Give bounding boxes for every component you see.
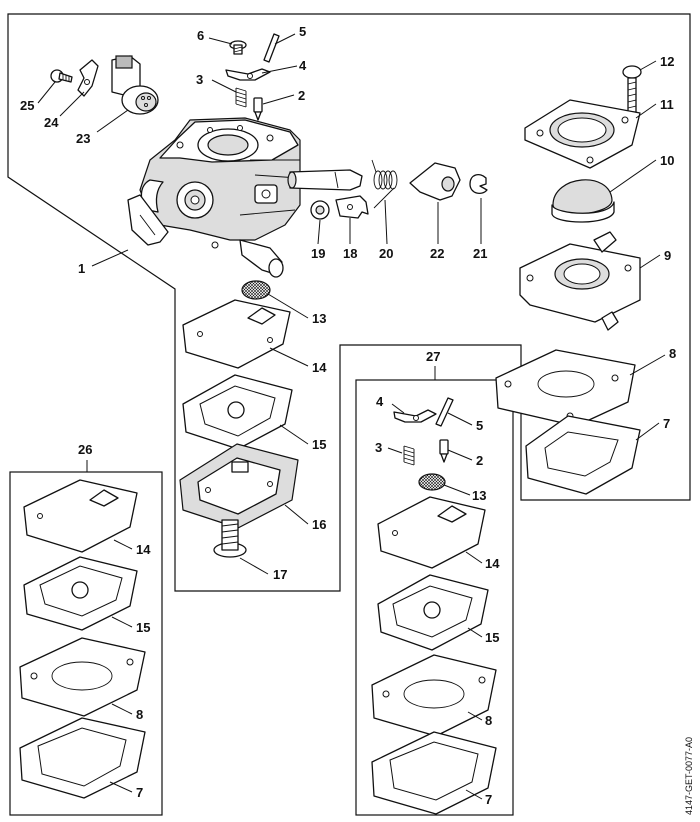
- callout-27-14: 14: [485, 556, 500, 571]
- part-12-screw: [622, 65, 642, 113]
- kit-26-part-7: [19, 717, 146, 799]
- part-7-gasket-right: [525, 415, 641, 495]
- kit-27-part-5: [435, 397, 454, 427]
- part-13-strainer: [241, 280, 271, 300]
- kit-26-part-14: [23, 479, 138, 553]
- callout-26-14: 14: [136, 542, 151, 557]
- part-19-nut: [310, 200, 330, 220]
- callout-2: 2: [298, 88, 305, 103]
- callout-13: 13: [312, 311, 326, 326]
- callout-8-right: 8: [669, 346, 676, 361]
- callout-15: 15: [312, 437, 326, 452]
- part-16-pump-cover: [179, 443, 299, 529]
- kit-27-part-8: [371, 654, 497, 737]
- callout-24: 24: [44, 115, 59, 130]
- callout-21: 21: [473, 246, 487, 261]
- callout-7-right: 7: [663, 416, 670, 431]
- callout-27-7: 7: [485, 792, 492, 807]
- callout-25: 25: [20, 98, 34, 113]
- part-14-gasket-center: [182, 299, 291, 369]
- part-9-pump-housing: [519, 231, 641, 331]
- callout-9: 9: [664, 248, 671, 263]
- callout-26-7: 7: [136, 785, 143, 800]
- callout-26-8: 8: [136, 707, 143, 722]
- kit-27-part-3: [403, 445, 415, 466]
- part-4-lever: [225, 68, 271, 81]
- part-11-cover: [524, 99, 641, 169]
- carburetor-body: [127, 117, 301, 278]
- leader-lines: [37, 33, 666, 800]
- callout-23: 23: [76, 131, 90, 146]
- callout-27-3: 3: [375, 440, 382, 455]
- part-10-primer-bulb: [551, 179, 615, 223]
- kit-27-part-15: [377, 574, 489, 651]
- callout-19: 19: [311, 246, 325, 261]
- part-3-spring: [235, 87, 247, 108]
- kit-27-part-4: [393, 409, 437, 423]
- kit-27-part-2: [439, 439, 449, 463]
- callout-3: 3: [196, 72, 203, 87]
- callout-12: 12: [660, 54, 674, 69]
- callout-18: 18: [343, 246, 357, 261]
- callout-27-15: 15: [485, 630, 499, 645]
- part-17-screw: [213, 519, 247, 558]
- kit-27-part-14: [377, 496, 486, 569]
- kit-26-frame: [9, 471, 163, 816]
- throttle-shaft: [287, 169, 363, 191]
- drawing-code: 4147-GET-0077-A0: [684, 737, 694, 815]
- callout-5: 5: [299, 24, 306, 39]
- main-assembly-frame: [7, 13, 691, 592]
- part-5-pin: [263, 33, 280, 63]
- kit-26-part-15: [23, 556, 138, 631]
- callout-14: 14: [312, 360, 327, 375]
- callout-11: 11: [660, 97, 674, 112]
- callout-10: 10: [660, 153, 674, 168]
- callout-20: 20: [379, 246, 393, 261]
- part-22-cam: [409, 162, 461, 201]
- callout-27-8: 8: [485, 713, 492, 728]
- part-18-bracket: [335, 195, 369, 219]
- part-21-eclip: [469, 173, 488, 195]
- part-2-needle: [253, 97, 263, 121]
- part-20-spring: [371, 159, 398, 209]
- part-23-solenoid: [111, 55, 159, 115]
- part-8-pump-diaphragm-right: [495, 349, 636, 427]
- callout-16: 16: [312, 517, 326, 532]
- kit-27-part-7: [371, 731, 497, 815]
- callout-1: 1: [78, 261, 85, 276]
- part-15-diaphragm-center: [182, 374, 293, 450]
- callout-27-4: 4: [376, 394, 384, 409]
- callout-6: 6: [197, 28, 204, 43]
- part-6-screw: [229, 40, 247, 55]
- callout-17: 17: [273, 567, 287, 582]
- kit-26-part-8: [19, 637, 146, 717]
- callout-4: 4: [299, 58, 307, 73]
- callout-27-5: 5: [476, 418, 483, 433]
- callout-27-2: 2: [476, 453, 483, 468]
- callout-26: 26: [78, 442, 92, 457]
- part-25-screw: [50, 69, 73, 83]
- part-24-clip: [77, 59, 99, 97]
- callout-22: 22: [430, 246, 444, 261]
- callout-27: 27: [426, 349, 440, 364]
- kit-27-part-13: [418, 473, 446, 491]
- callout-26-15: 15: [136, 620, 150, 635]
- callout-27-13: 13: [472, 488, 486, 503]
- callout-labels: 6 5 4 3 2 25 24 23 1 19 18 20 22 21 12 1…: [20, 24, 676, 807]
